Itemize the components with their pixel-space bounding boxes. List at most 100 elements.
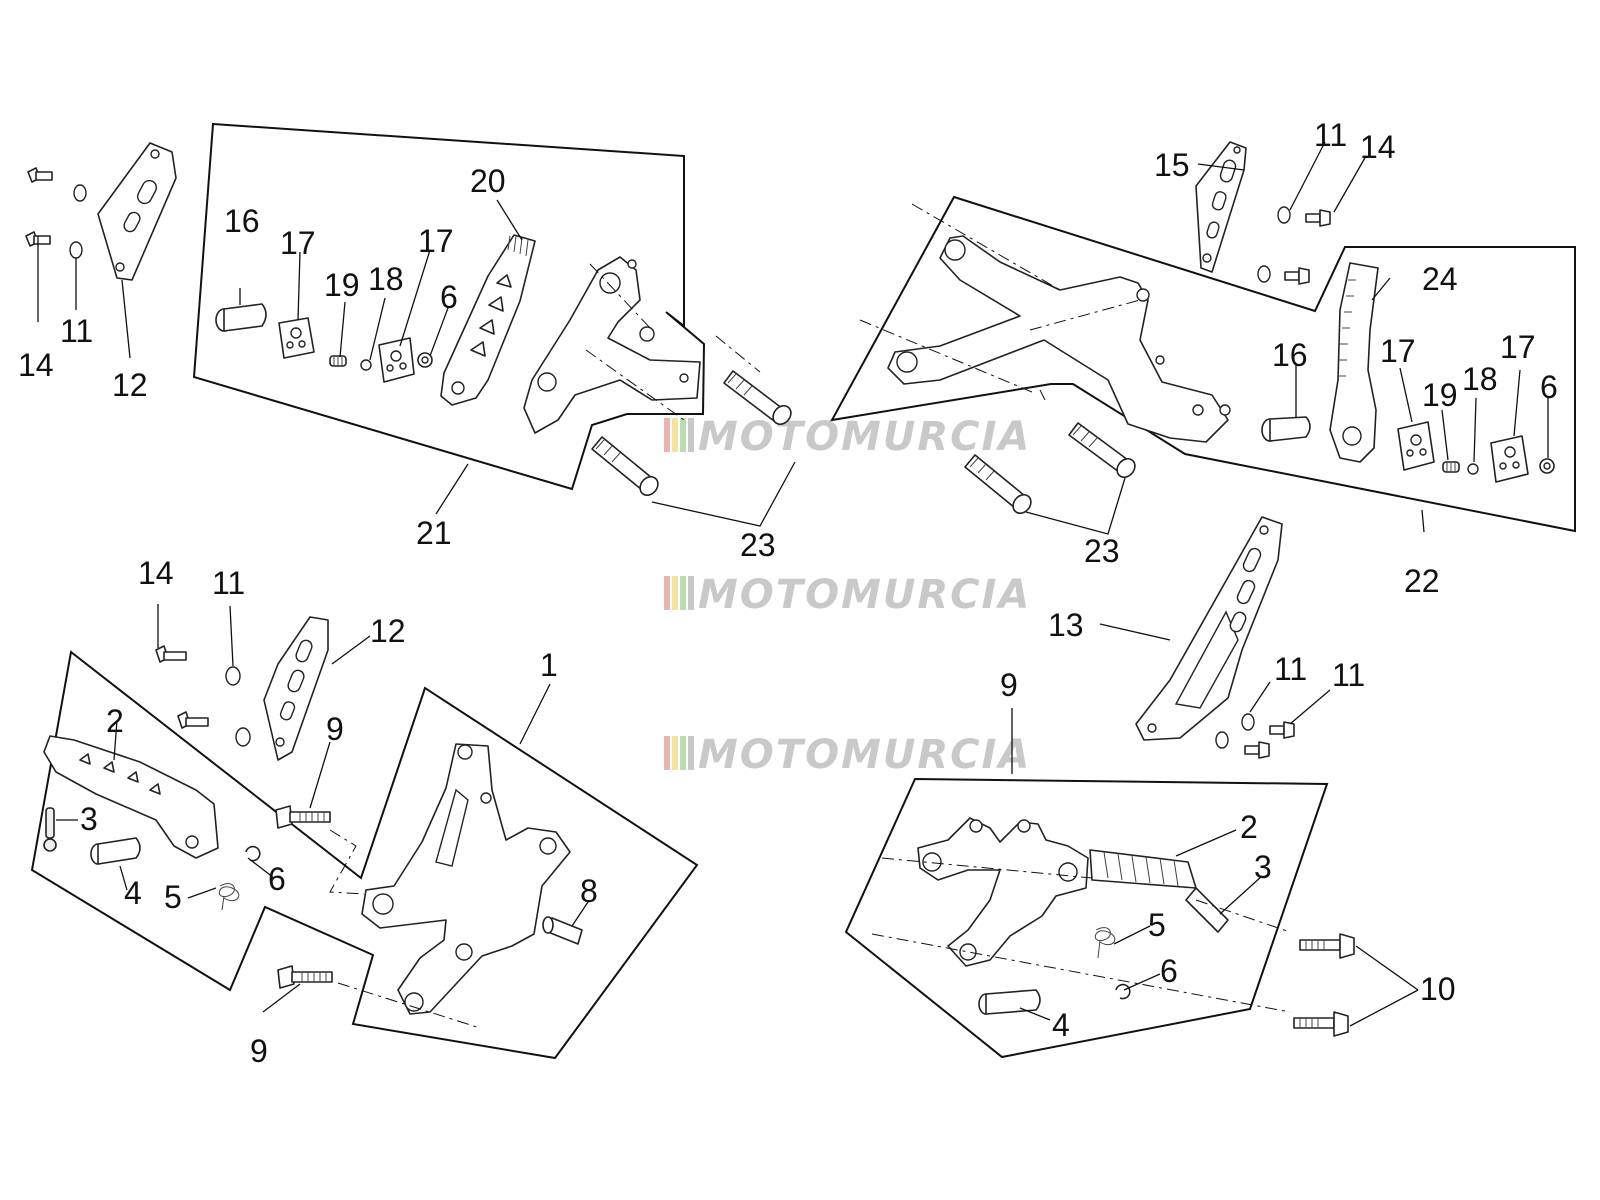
callout-1: 1 xyxy=(540,647,558,683)
detent-plate-17-left-a xyxy=(278,317,315,359)
callout-9-right: 10 xyxy=(1420,971,1456,1007)
callout-10: 11 xyxy=(1332,657,1365,693)
pin-16-left xyxy=(215,303,267,332)
callout-3-left: 3 xyxy=(80,801,98,837)
washer-11-top-right-b xyxy=(1257,265,1271,283)
screw-10-a xyxy=(1269,721,1295,739)
callout-17-left-b: 17 xyxy=(418,223,454,259)
callout-8: 9 xyxy=(1000,667,1018,703)
axis-lines-1 xyxy=(329,829,481,1029)
group-22-outline xyxy=(830,195,1576,533)
footpeg-20 xyxy=(440,234,536,406)
callout-12-top-left: 12 xyxy=(112,367,148,403)
washer-11-top-right-a xyxy=(1277,206,1291,224)
screw-14-left-mid-b xyxy=(177,711,209,729)
svg-text:MOTOMURCIA: MOTOMURCIA xyxy=(698,572,1031,618)
heel-guard-plate-12-left xyxy=(263,616,329,761)
callout-11-top-left: 11 xyxy=(60,313,93,349)
circlip-6-left-top xyxy=(417,352,433,368)
detent-plate-17-right-b xyxy=(1490,435,1529,483)
screw-10-b xyxy=(1244,741,1270,759)
callout-6-left-top: 6 xyxy=(440,279,458,315)
bolt-9-left-a xyxy=(275,805,331,829)
callout-11-left-mid: 11 xyxy=(212,565,245,601)
callout-13: 13 xyxy=(1048,607,1084,643)
group-8-outline xyxy=(844,777,1329,1059)
washer-11-top-b xyxy=(69,241,83,259)
axis-lines-8 xyxy=(871,857,1291,1013)
group-21-outline xyxy=(192,122,706,491)
callout-17-right-b: 17 xyxy=(1500,329,1536,365)
spring-19-right xyxy=(1442,461,1460,473)
screw-23-right-a xyxy=(964,454,1032,515)
callout-17-right-a: 17 xyxy=(1380,333,1416,369)
callout-4-left: 4 xyxy=(124,875,142,911)
washer-11-left-mid-a xyxy=(225,666,241,686)
spring-5-left xyxy=(218,883,240,911)
pin-4-left xyxy=(90,837,141,865)
callout-12-left-mid: 12 xyxy=(370,613,406,649)
bolt-9-left-b xyxy=(277,965,333,989)
main-footrest-bracket-1 xyxy=(361,743,571,1015)
callout-24: 24 xyxy=(1422,261,1458,297)
callout-numbers: 14 11 12 16 17 19 18 17 6 20 21 23 15 11… xyxy=(18,117,1558,1069)
callout-17-left-a: 17 xyxy=(280,225,316,261)
watermark-bottom: MOTOMURCIA xyxy=(664,732,1031,778)
stud-7 xyxy=(542,916,583,945)
callout-15: 15 xyxy=(1154,147,1190,183)
screw-14-left-mid-a xyxy=(155,645,187,663)
screw-14-top-right-b xyxy=(1284,267,1310,285)
svg-text:MOTOMURCIA: MOTOMURCIA xyxy=(698,732,1031,778)
main-footrest-bracket-8 xyxy=(917,817,1089,967)
watermark-top: MOTOMURCIA xyxy=(664,414,1029,460)
pin-4-right xyxy=(978,989,1041,1015)
heel-guard-plate-13 xyxy=(1135,516,1283,741)
callout-9-left-a: 9 xyxy=(326,711,344,747)
callout-16-left: 16 xyxy=(224,203,260,239)
callout-6-right-top: 6 xyxy=(1540,369,1558,405)
spring-19-left xyxy=(329,355,347,367)
callout-11-top-right: 11 xyxy=(1314,117,1347,153)
callout-14-top-left: 14 xyxy=(18,347,54,383)
callout-23-right: 23 xyxy=(1084,533,1120,569)
ball-18-left xyxy=(360,359,372,371)
heel-guard-plate-12-top xyxy=(97,142,177,281)
pin-16-right xyxy=(1261,416,1311,442)
callout-21: 21 xyxy=(416,515,452,551)
callout-19-left: 19 xyxy=(324,267,360,303)
footpeg-2-left xyxy=(43,735,219,859)
ball-18-right xyxy=(1467,463,1479,475)
bolt-9-right-a xyxy=(1299,933,1355,959)
callout-22: 22 xyxy=(1404,563,1440,599)
footpeg-2-right xyxy=(1089,849,1229,933)
callout-16-right: 16 xyxy=(1272,337,1308,373)
callout-6-right-mid: 6 xyxy=(1160,953,1178,989)
callout-20: 20 xyxy=(470,163,506,199)
washer-11-right-mid-a xyxy=(1241,713,1255,731)
callout-3-right: 3 xyxy=(1254,849,1272,885)
watermark-middle: MOTOMURCIA xyxy=(664,572,1031,618)
screw-14-top-b xyxy=(25,231,51,247)
axis-lines-21 xyxy=(585,263,761,421)
callout-18-right: 18 xyxy=(1462,361,1498,397)
spring-5-right xyxy=(1094,927,1116,959)
washer-11-left-mid-b xyxy=(235,727,251,747)
callout-9-left-b: 9 xyxy=(250,1033,268,1069)
screw-23-right-b xyxy=(1068,422,1136,479)
footpeg-24 xyxy=(1329,262,1379,463)
callout-5-left: 5 xyxy=(164,879,182,915)
callout-14-left-mid: 14 xyxy=(138,555,174,591)
washer-11-top-a xyxy=(73,184,87,202)
washer-11-right-mid-b xyxy=(1215,731,1229,749)
callout-19-right: 19 xyxy=(1422,377,1458,413)
screw-23-left-b xyxy=(723,370,792,426)
circlip-6-left xyxy=(245,845,261,862)
bolt-9-right-b xyxy=(1293,1011,1349,1037)
pin-3-left xyxy=(43,807,57,852)
callout-2-right: 2 xyxy=(1240,809,1258,845)
heel-guard-plate-15 xyxy=(1195,141,1247,273)
leader-lines xyxy=(37,141,1549,1027)
circlip-6-right-top xyxy=(1539,458,1555,474)
